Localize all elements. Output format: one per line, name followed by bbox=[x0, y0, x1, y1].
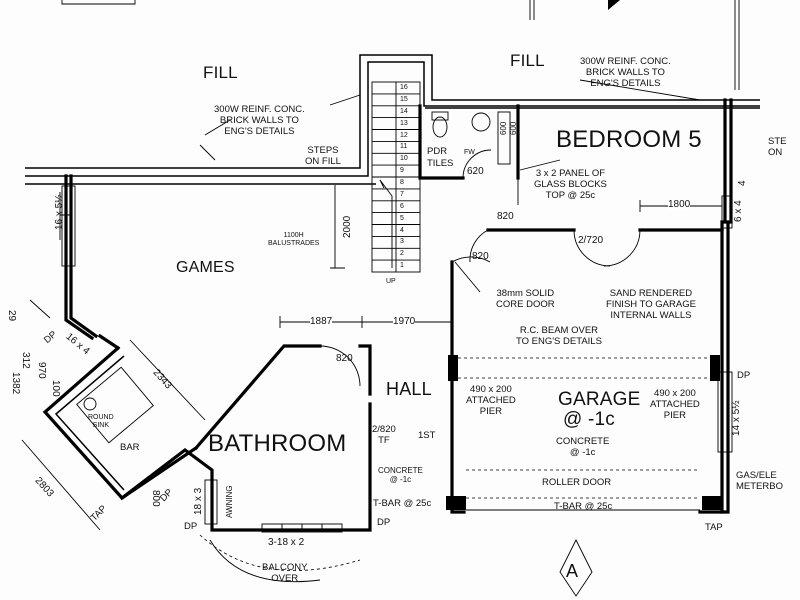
dim-29: 29 bbox=[6, 310, 17, 322]
stair-number: 6 bbox=[400, 202, 404, 210]
room-label-garage: GARAGE bbox=[558, 389, 641, 410]
bedroom-walls bbox=[517, 98, 733, 229]
stair-number: 14 bbox=[400, 107, 408, 115]
dim-620: 620 bbox=[467, 166, 484, 177]
note-gas-meter: GAS/ELE METERBO bbox=[736, 470, 783, 492]
note-dp-bath: DP bbox=[184, 521, 198, 532]
note-dp-hall: DP bbox=[377, 517, 391, 528]
stair-number: 11 bbox=[400, 143, 408, 151]
stair-number: 7 bbox=[400, 190, 404, 198]
window-3-18x2: 3-18 x 2 bbox=[268, 537, 305, 548]
dim-2720: 2/720 bbox=[578, 235, 604, 246]
note-pier-left: 490 x 200 ATTACHED PIER bbox=[466, 384, 516, 417]
window-6x4: 6 x 4 bbox=[733, 200, 744, 222]
note-hall-concrete: CONCRETE @ -1c bbox=[378, 466, 423, 484]
window-14x5: 14 x 5½ bbox=[731, 400, 742, 436]
fill-label-right: FILL bbox=[510, 51, 545, 70]
dim-1382: 1382 bbox=[10, 372, 21, 395]
room-label-bathroom: BATHROOM bbox=[208, 430, 347, 457]
note-steps-edge: STE ON bbox=[768, 136, 787, 158]
upper-wall bbox=[25, 54, 760, 185]
dim-600b: 600 bbox=[509, 121, 518, 135]
note-balustrades: 1100H BALUSTRADES bbox=[268, 232, 320, 247]
note-glass-blocks: 3 x 2 PANEL OF GLASS BLOCKS TOP @ 25c bbox=[534, 168, 607, 201]
window-16x5: 16 x 5½ bbox=[54, 194, 65, 230]
dim-4: 4 bbox=[737, 180, 748, 186]
stair-number: 10 bbox=[400, 155, 408, 163]
stair-number: 9 bbox=[400, 167, 404, 175]
note-roller-door: ROLLER DOOR bbox=[542, 477, 612, 488]
stair-number: 3 bbox=[400, 238, 404, 246]
garage-walls bbox=[446, 220, 733, 514]
note-sand-rendered: SAND RENDERED FINISH TO GARAGE INTERNAL … bbox=[606, 288, 696, 321]
note-garage-concrete: CONCRETE @ -1c bbox=[556, 436, 610, 458]
note-dp-garage: DP bbox=[737, 370, 751, 381]
stair-number: 4 bbox=[400, 226, 404, 234]
dim-800: 800 bbox=[150, 490, 161, 507]
dimension-lines bbox=[21, 79, 722, 597]
dim-1800: 1800 bbox=[668, 199, 691, 210]
dim-820-bath: 820 bbox=[336, 353, 353, 364]
stair-number: 13 bbox=[400, 119, 408, 127]
note-steps: STEPS ON FILL bbox=[305, 145, 341, 167]
dim-970: 970 bbox=[36, 362, 47, 379]
room-label-games: GAMES bbox=[176, 259, 235, 276]
note-fw: FW bbox=[464, 149, 475, 156]
room-label-bedroom: BEDROOM 5 bbox=[556, 126, 702, 153]
top-mark bbox=[608, 0, 620, 10]
note-tap-right: TAP bbox=[705, 522, 723, 533]
stair-number: 16 bbox=[400, 84, 408, 91]
stair-number: 8 bbox=[400, 179, 404, 186]
room-label-hall: HALL bbox=[386, 379, 432, 399]
note-tf: 2/820 TF bbox=[372, 424, 396, 446]
stair-number: 5 bbox=[400, 214, 404, 222]
note-tbar-hall: T-BAR @ 25c bbox=[373, 498, 432, 509]
note-pier-right: 490 x 200 ATTACHED PIER bbox=[650, 388, 700, 421]
dim-1887: 1887 bbox=[310, 316, 333, 327]
section-marker: A bbox=[566, 561, 579, 581]
stair-number: 12 bbox=[400, 131, 408, 139]
note-awning: AWNING bbox=[225, 485, 234, 518]
stair-number: 2 bbox=[400, 250, 404, 258]
dim-1970: 1970 bbox=[393, 316, 416, 327]
note-balcony: BALCONY OVER bbox=[262, 562, 308, 584]
pdr-tiles-label: TILES bbox=[427, 158, 454, 169]
room-label-pdr: PDR bbox=[427, 146, 448, 157]
dim-600: 600 bbox=[499, 121, 508, 135]
dim-820-top: 820 bbox=[497, 211, 514, 222]
note-rc-beam: R.C. BEAM OVER TO ENG'S DETAILS bbox=[516, 325, 602, 347]
bathroom-walls bbox=[119, 344, 372, 583]
games-walls bbox=[61, 174, 121, 351]
dim-312: 312 bbox=[20, 352, 31, 369]
note-tbar-garage: T-BAR @ 25c bbox=[554, 501, 613, 512]
note-up: UP bbox=[386, 278, 396, 285]
pdr-room bbox=[418, 104, 520, 180]
room-label-bar: BAR bbox=[120, 442, 140, 453]
stair-number: 1 bbox=[400, 262, 404, 270]
room-label-garage-level: @ -1c bbox=[563, 409, 615, 430]
window-18x3: 18 x 3 bbox=[193, 487, 204, 515]
dim-2000: 2000 bbox=[342, 215, 353, 238]
note-wall-right: 300W REINF. CONC. BRICK WALLS TO ENG'S D… bbox=[580, 56, 671, 89]
fill-label-left: FILL bbox=[203, 63, 238, 82]
bar bbox=[42, 345, 199, 501]
dim-100: 100 bbox=[50, 380, 61, 397]
top-remnant-left bbox=[61, 0, 136, 5]
note-round-sink: ROUND SINK bbox=[88, 414, 114, 429]
note-solid-door: 38mm SOLID CORE DOOR bbox=[496, 288, 555, 310]
note-wall-left: 300W REINF. CONC. BRICK WALLS TO ENG'S D… bbox=[214, 104, 305, 137]
dim-820-door: 820 bbox=[472, 251, 489, 262]
stair-number: 15 bbox=[400, 95, 408, 103]
top-remnant-mid bbox=[529, 0, 535, 20]
top-remnant-right bbox=[734, 0, 740, 90]
note-first: 1ST bbox=[418, 430, 436, 441]
stair bbox=[371, 81, 421, 273]
